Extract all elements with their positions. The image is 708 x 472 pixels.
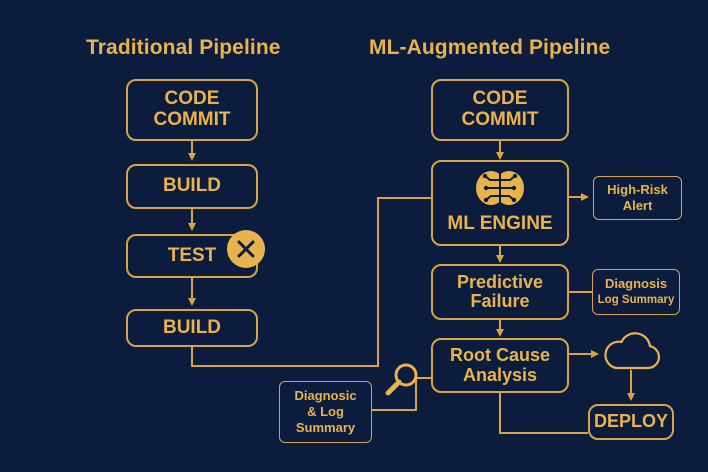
node-label: & Log	[307, 403, 344, 419]
traditional-build-node-2: BUILD	[126, 309, 258, 347]
node-label: Log Summary	[597, 293, 675, 306]
cloud-icon	[604, 332, 660, 370]
ml-pipeline-title: ML-Augmented Pipeline	[369, 36, 611, 59]
diagnosis-log-summary-node: Diagnosis Log Summary	[592, 269, 680, 315]
node-label: Analysis	[462, 364, 538, 385]
traditional-pipeline-title: Traditional Pipeline	[86, 36, 281, 59]
node-label: Failure	[470, 291, 530, 311]
close-x-icon	[237, 240, 255, 258]
deploy-node: DEPLOY	[588, 404, 674, 440]
node-label: TEST	[167, 244, 217, 266]
node-label: Predictive	[456, 271, 544, 292]
root-cause-analysis-node: Root Cause Analysis	[431, 338, 569, 393]
node-label: Summary	[295, 420, 356, 436]
predictive-failure-node: Predictive Failure	[431, 264, 569, 320]
node-label: BUILD	[162, 175, 222, 197]
diagnosic-log-summary-node: Diagnosic & Log Summary	[279, 381, 372, 443]
node-label: Root Cause	[449, 345, 550, 366]
traditional-code-commit-node: CODE COMMIT	[126, 79, 258, 141]
node-label: Diagnosic	[294, 387, 357, 403]
high-risk-alert-node: High-Risk Alert	[593, 176, 682, 220]
node-label: CODE	[472, 88, 528, 110]
node-label: ML ENGINE	[447, 213, 553, 235]
test-failed-icon	[227, 230, 265, 268]
traditional-build-node: BUILD	[126, 164, 258, 209]
node-label: CODE	[164, 88, 220, 110]
node-label: DEPLOY	[593, 411, 668, 432]
ml-code-commit-node: CODE COMMIT	[431, 79, 569, 141]
magnifier-icon	[385, 363, 418, 396]
node-label: COMMIT	[461, 109, 539, 130]
node-label: BUILD	[162, 316, 222, 338]
ml-engine-node: ML ENGINE	[431, 160, 569, 246]
node-label: High-Risk	[607, 181, 668, 197]
brain-circuit-icon	[476, 171, 524, 206]
node-label: COMMIT	[153, 109, 231, 130]
node-label: Diagnosis	[604, 276, 668, 292]
node-label: Alert	[622, 198, 653, 213]
